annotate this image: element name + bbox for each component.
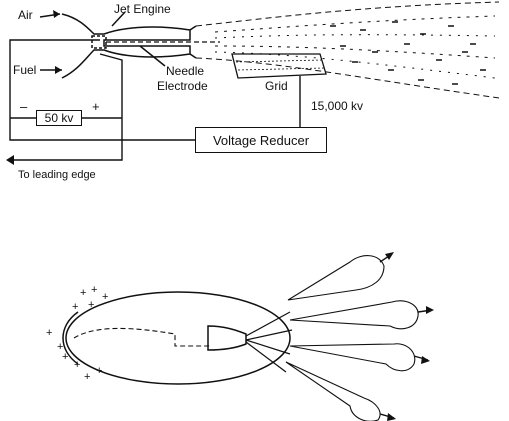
circuit-wiring [9,39,327,161]
plume-ions [330,21,486,85]
charge-plus: + [88,299,95,311]
air-label: Air [18,8,33,22]
saucer-plumes [285,255,419,421]
jet-engine-leader [111,11,126,27]
saucer-plume-arrows [379,252,434,421]
battery-kv-label: 50 kv [44,111,74,125]
battery-minus-label: – [20,99,28,114]
charge-plus: + [84,371,91,383]
battery-plus-label: + [92,99,100,114]
grid-label: Grid [265,79,288,93]
leading-edge-arc [62,311,79,365]
needle-label: Needle [166,64,205,78]
charge-plus: + [72,301,79,313]
charge-plus: + [74,359,81,371]
electrode-label: Electrode [157,79,208,93]
voltage-reducer-label: Voltage Reducer [212,132,310,148]
voltage-reducer-box: Voltage Reducer [195,127,327,153]
exhaust-plume [195,1,500,99]
jet-engine-label: Jet Engine [114,2,171,16]
charge-plus: + [62,351,69,363]
leading-edge-label: To leading edge [18,169,96,181]
fuel-label: Fuel [13,63,37,77]
charge-plus: + [46,327,53,339]
charge-plus: + [80,287,87,299]
saucer-hull [65,291,291,385]
leading-edge-arrow-head [6,155,14,165]
charge-plus: + [96,365,103,377]
charge-plus: + [102,291,109,303]
needle-leader [139,45,166,67]
battery-box: 50 kv [36,110,82,126]
voltage-kv-label: 15,000 kv [311,99,364,113]
jet-engine-body [61,13,191,79]
grid [231,53,327,79]
charge-plus: + [57,341,64,353]
charge-plus: + [91,284,98,296]
engine-nozzle [189,25,197,59]
saucer-wire [73,327,210,347]
saucer-engine [207,325,247,351]
